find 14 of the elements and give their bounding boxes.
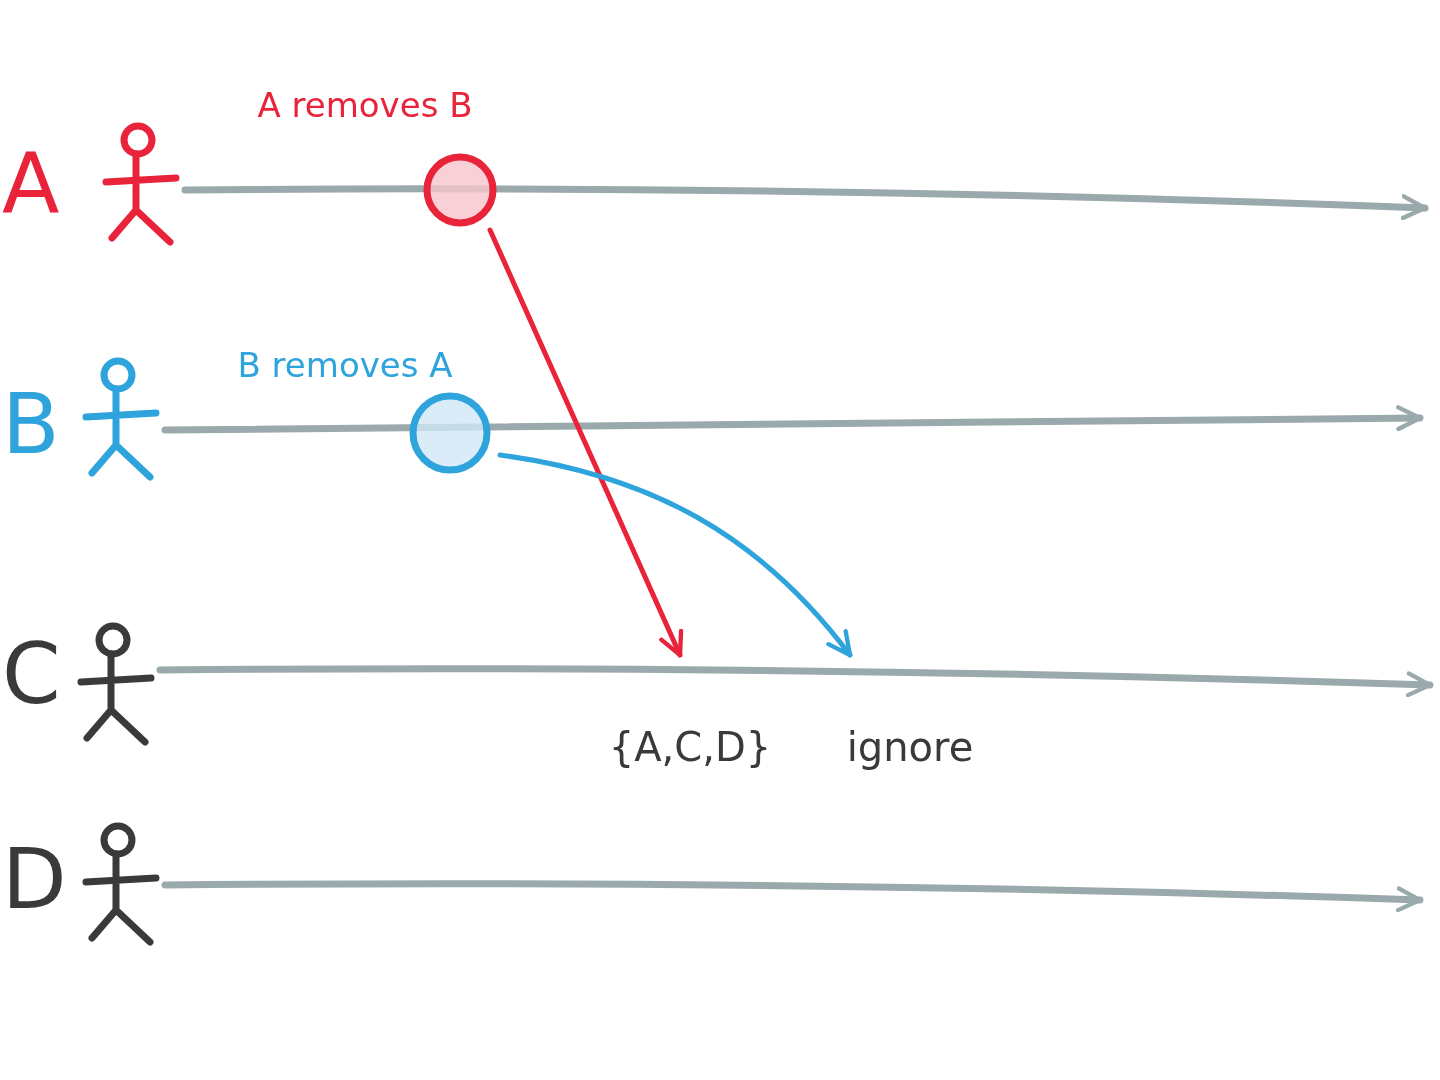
timeline-arrow [161,405,1424,434]
event-label: A removes B [256,85,474,125]
receive-label: {A,C,D} [607,724,773,770]
message-arrow [497,452,853,658]
timeline-arrow [181,185,1429,221]
message-arrow [487,227,684,658]
timeline-arrow [156,665,1434,698]
event-label: B removes A [236,345,454,385]
actor-name: D [2,837,67,921]
timeline-arrow [161,880,1424,913]
actor-name: A [2,142,60,226]
actor-name: C [2,632,61,716]
receive-label: ignore [845,724,975,770]
actor-name: B [2,382,60,466]
